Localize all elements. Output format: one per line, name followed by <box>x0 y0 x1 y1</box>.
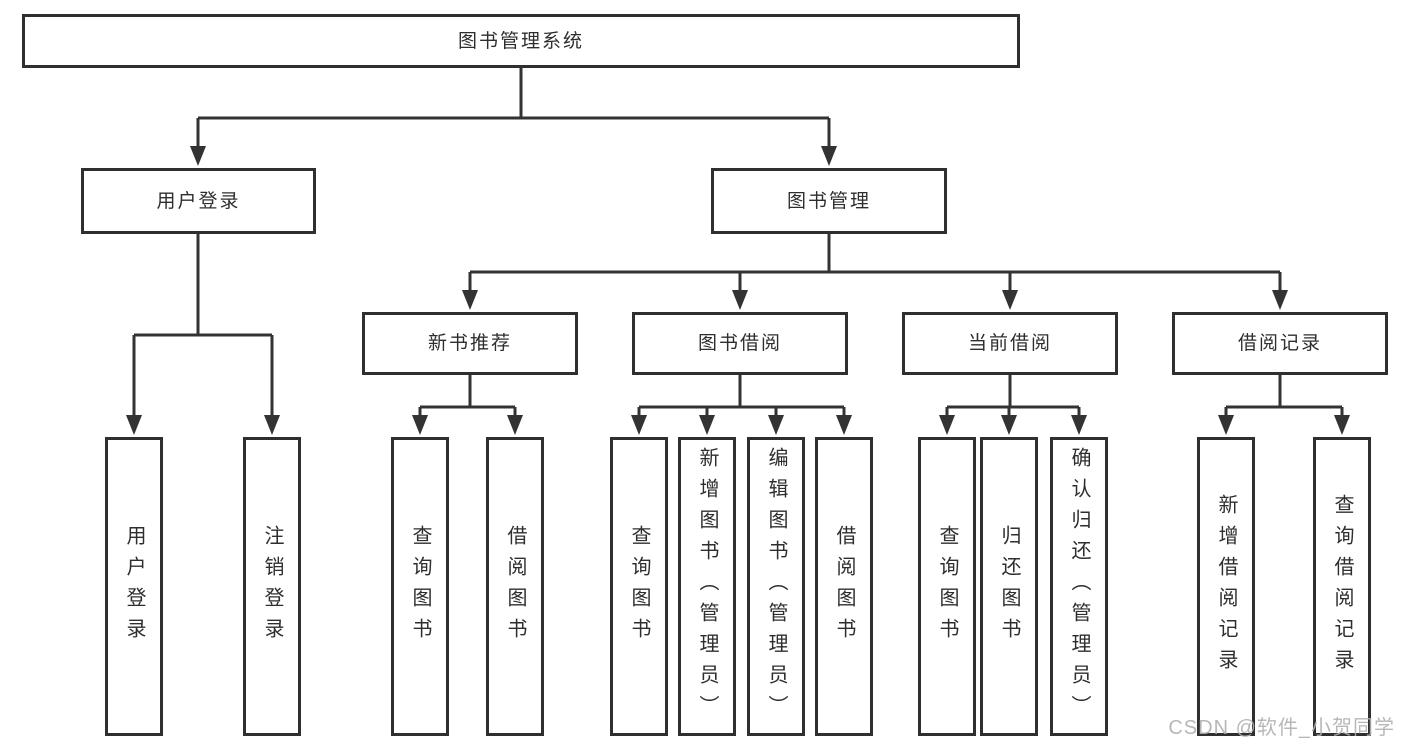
leaf-query-books-current: 查询图书 <box>918 437 976 736</box>
leaf-user-login-label: 用户登录 <box>123 524 145 649</box>
csdn-watermark: CSDN @软件_小贺同学 <box>1168 717 1395 739</box>
arrowheads <box>126 146 1350 435</box>
node-user-login-branch-label: 用户登录 <box>156 190 241 212</box>
leaf-borrow-books-recommend-label: 借阅图书 <box>504 524 526 649</box>
node-current-borrow-label: 当前借阅 <box>967 333 1052 354</box>
node-book-management: 图书管理 <box>711 168 947 234</box>
leaf-add-borrow-record-label: 新增借阅记录 <box>1215 493 1237 680</box>
leaf-add-borrow-record: 新增借阅记录 <box>1197 437 1255 736</box>
leaf-query-books-recommend: 查询图书 <box>391 437 449 736</box>
leaf-return-books-label: 归还图书 <box>998 524 1020 649</box>
leaf-query-borrow-record: 查询借阅记录 <box>1313 437 1371 736</box>
node-user-login-branch: 用户登录 <box>81 168 316 234</box>
leaf-return-books: 归还图书 <box>980 437 1038 736</box>
leaf-query-books-borrow: 查询图书 <box>610 437 668 736</box>
node-new-book-recommend: 新书推荐 <box>362 312 578 375</box>
leaf-edit-books-admin: 编辑图书（管理员） <box>747 437 805 736</box>
leaf-borrow-books-label: 借阅图书 <box>833 524 855 649</box>
leaf-query-borrow-record-label: 查询借阅记录 <box>1331 493 1353 680</box>
leaf-borrow-books: 借阅图书 <box>815 437 873 736</box>
leaf-confirm-return-admin-label: 确认归还（管理员） <box>1068 447 1090 726</box>
node-borrow-records-label: 借阅记录 <box>1237 333 1322 354</box>
leaf-confirm-return-admin: 确认归还（管理员） <box>1050 437 1108 736</box>
node-book-borrow-label: 图书借阅 <box>697 333 782 354</box>
leaf-query-books-recommend-label: 查询图书 <box>409 524 431 649</box>
leaf-add-books-admin-label: 新增图书（管理员） <box>696 447 718 726</box>
node-borrow-records: 借阅记录 <box>1172 312 1388 375</box>
leaf-edit-books-admin-label: 编辑图书（管理员） <box>765 447 787 726</box>
node-current-borrow: 当前借阅 <box>902 312 1118 375</box>
leaf-add-books-admin: 新增图书（管理员） <box>678 437 736 736</box>
leaf-logout: 注销登录 <box>243 437 301 736</box>
leaf-query-books-current-label: 查询图书 <box>936 524 958 649</box>
leaf-user-login: 用户登录 <box>105 437 163 736</box>
node-library-system: 图书管理系统 <box>22 14 1020 68</box>
node-book-management-label: 图书管理 <box>786 190 871 212</box>
leaf-borrow-books-recommend: 借阅图书 <box>486 437 544 736</box>
leaf-query-books-borrow-label: 查询图书 <box>628 524 650 649</box>
leaf-logout-label: 注销登录 <box>261 524 283 649</box>
node-new-book-recommend-label: 新书推荐 <box>427 333 512 354</box>
node-book-borrow: 图书借阅 <box>632 312 848 375</box>
node-library-system-label: 图书管理系统 <box>457 30 584 52</box>
